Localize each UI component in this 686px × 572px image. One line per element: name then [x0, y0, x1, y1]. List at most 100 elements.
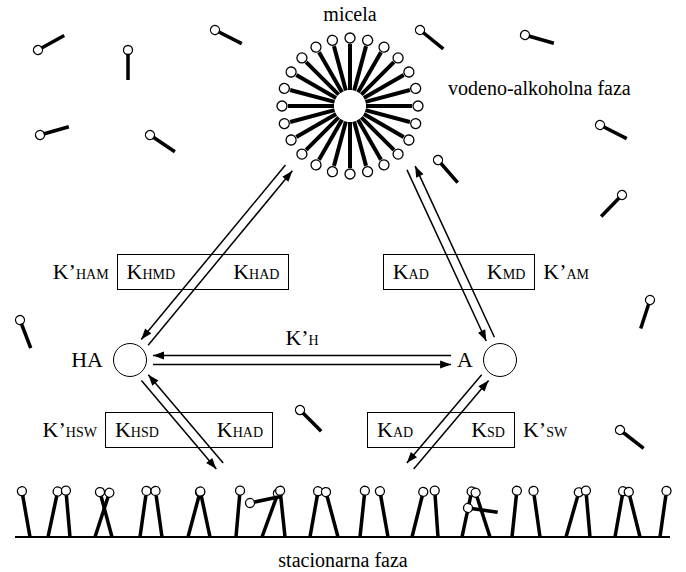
arrow-shaft	[407, 375, 482, 463]
stationary-phase-drawing	[15, 486, 672, 539]
surfactant-molecule	[636, 294, 655, 330]
micelle-drawing	[277, 33, 423, 179]
species-circle: A	[457, 343, 517, 377]
surfactant-molecule	[278, 105, 336, 129]
arrow-head	[148, 375, 158, 386]
species-label: A	[457, 347, 473, 373]
arrow-shaft	[415, 166, 494, 337]
constant-frame: KAD KMD	[383, 254, 536, 290]
equilibrium-constant: K’HSW	[43, 417, 97, 443]
species-circle-shape	[483, 343, 517, 377]
surfactant-molecule	[364, 82, 422, 106]
bonded-molecule	[508, 486, 522, 538]
surfactant-molecule	[245, 492, 281, 508]
constant-box: KAD KMD K’AM	[383, 254, 589, 290]
rate-constant: KHMD	[127, 259, 176, 285]
arrow-head	[153, 352, 164, 360]
arrow-head	[407, 452, 417, 463]
species-circle-shape	[113, 343, 147, 377]
bonded-molecule	[232, 486, 245, 538]
constant-frame: KHSD KHAD	[105, 412, 273, 448]
species-label: HA	[71, 347, 103, 373]
constant-box: K’HSW KHSD KHAD	[43, 412, 273, 448]
surfactant-molecule	[463, 503, 498, 517]
free-surfactants	[14, 24, 655, 452]
constant-box: KAD KSD K’SW	[367, 412, 567, 448]
phase-label: stacionarna faza	[278, 548, 407, 572]
surfactant-molecule	[124, 46, 133, 81]
species-circle: HA	[71, 343, 147, 377]
surfactant-molecule	[345, 33, 355, 90]
equilibrium-constant: K’AM	[543, 259, 589, 285]
surfactant-molecule	[32, 32, 67, 57]
edge-constant: K’H	[283, 325, 320, 351]
surfactant-molecule	[209, 24, 244, 48]
surfactant-molecule	[34, 122, 70, 140]
bonded-molecule	[94, 487, 116, 539]
surfactant-molecule	[614, 424, 647, 452]
arrow-shaft	[141, 165, 285, 339]
arrow-head	[141, 328, 151, 339]
surfactant-molecule	[345, 122, 355, 179]
bonded-molecule	[61, 486, 74, 538]
arrow-head	[415, 166, 423, 178]
bonded-molecule	[528, 486, 544, 538]
surfactant-molecule	[414, 24, 446, 53]
stationary-phase: stacionarna faza	[0, 472, 686, 572]
arrow-head	[478, 380, 488, 391]
rate-constant: KHAD	[233, 259, 279, 285]
surfactant-molecule	[366, 101, 423, 111]
rate-constant: KHAD	[217, 417, 263, 443]
arrow-head	[282, 171, 292, 182]
surfactant-molecule	[594, 119, 629, 143]
surfactant-molecule	[598, 189, 628, 220]
bonded-molecule	[150, 486, 166, 538]
bonded-molecule	[320, 487, 342, 539]
bonded-molecule	[581, 486, 594, 538]
surfactant-molecule	[14, 314, 35, 349]
rate-constant: KAD	[377, 417, 413, 443]
equilibrium-constant: K’SW	[523, 417, 567, 443]
rate-constant: KSD	[471, 417, 505, 443]
bonded-molecule	[375, 486, 393, 538]
surfactant-molecule	[294, 404, 325, 435]
bonded-molecule	[430, 486, 443, 538]
surfactant-molecule	[519, 29, 555, 47]
micelle: micela	[274, 2, 426, 184]
phase-label: micela	[323, 2, 376, 26]
arrow-shaft	[141, 380, 216, 468]
surfactant-molecule	[144, 129, 178, 156]
arrow-head	[440, 361, 451, 369]
bonded-molecule	[408, 486, 429, 538]
constant-box: K’HAMKHMDKHAD	[53, 254, 290, 290]
surfactant-molecule	[432, 154, 461, 186]
phase-label: vodeno-alkoholna faza	[448, 76, 631, 100]
surfactant-molecule	[326, 34, 350, 92]
constant-frame: KHMD KHAD	[117, 254, 290, 290]
bonded-molecule	[17, 486, 35, 538]
bonded-molecule	[623, 486, 644, 538]
bonded-molecule	[356, 486, 370, 538]
arrow-shaft	[148, 375, 223, 463]
arrow-shaft	[148, 171, 292, 345]
rate-constant: KAD	[393, 259, 429, 285]
rate-constant: KMD	[487, 259, 525, 285]
arrow-head	[206, 458, 216, 469]
equilibrium-arrow	[141, 165, 292, 345]
bonded-molecule	[195, 486, 214, 538]
bonded-molecule	[656, 486, 672, 538]
equilibrium-arrow	[141, 375, 223, 469]
bonded-molecule	[562, 487, 585, 539]
arrow-head	[478, 329, 486, 341]
bonded-molecule	[306, 486, 324, 538]
bonded-molecule	[44, 486, 63, 538]
surfactant-molecule	[277, 101, 334, 111]
arrow-shaft	[153, 355, 451, 357]
rate-constant: KHSD	[115, 417, 159, 443]
arrow-shaft	[407, 170, 486, 341]
equilibrium-arrow	[153, 352, 451, 369]
arrow-shaft	[153, 364, 451, 366]
bonded-molecule	[275, 486, 289, 538]
